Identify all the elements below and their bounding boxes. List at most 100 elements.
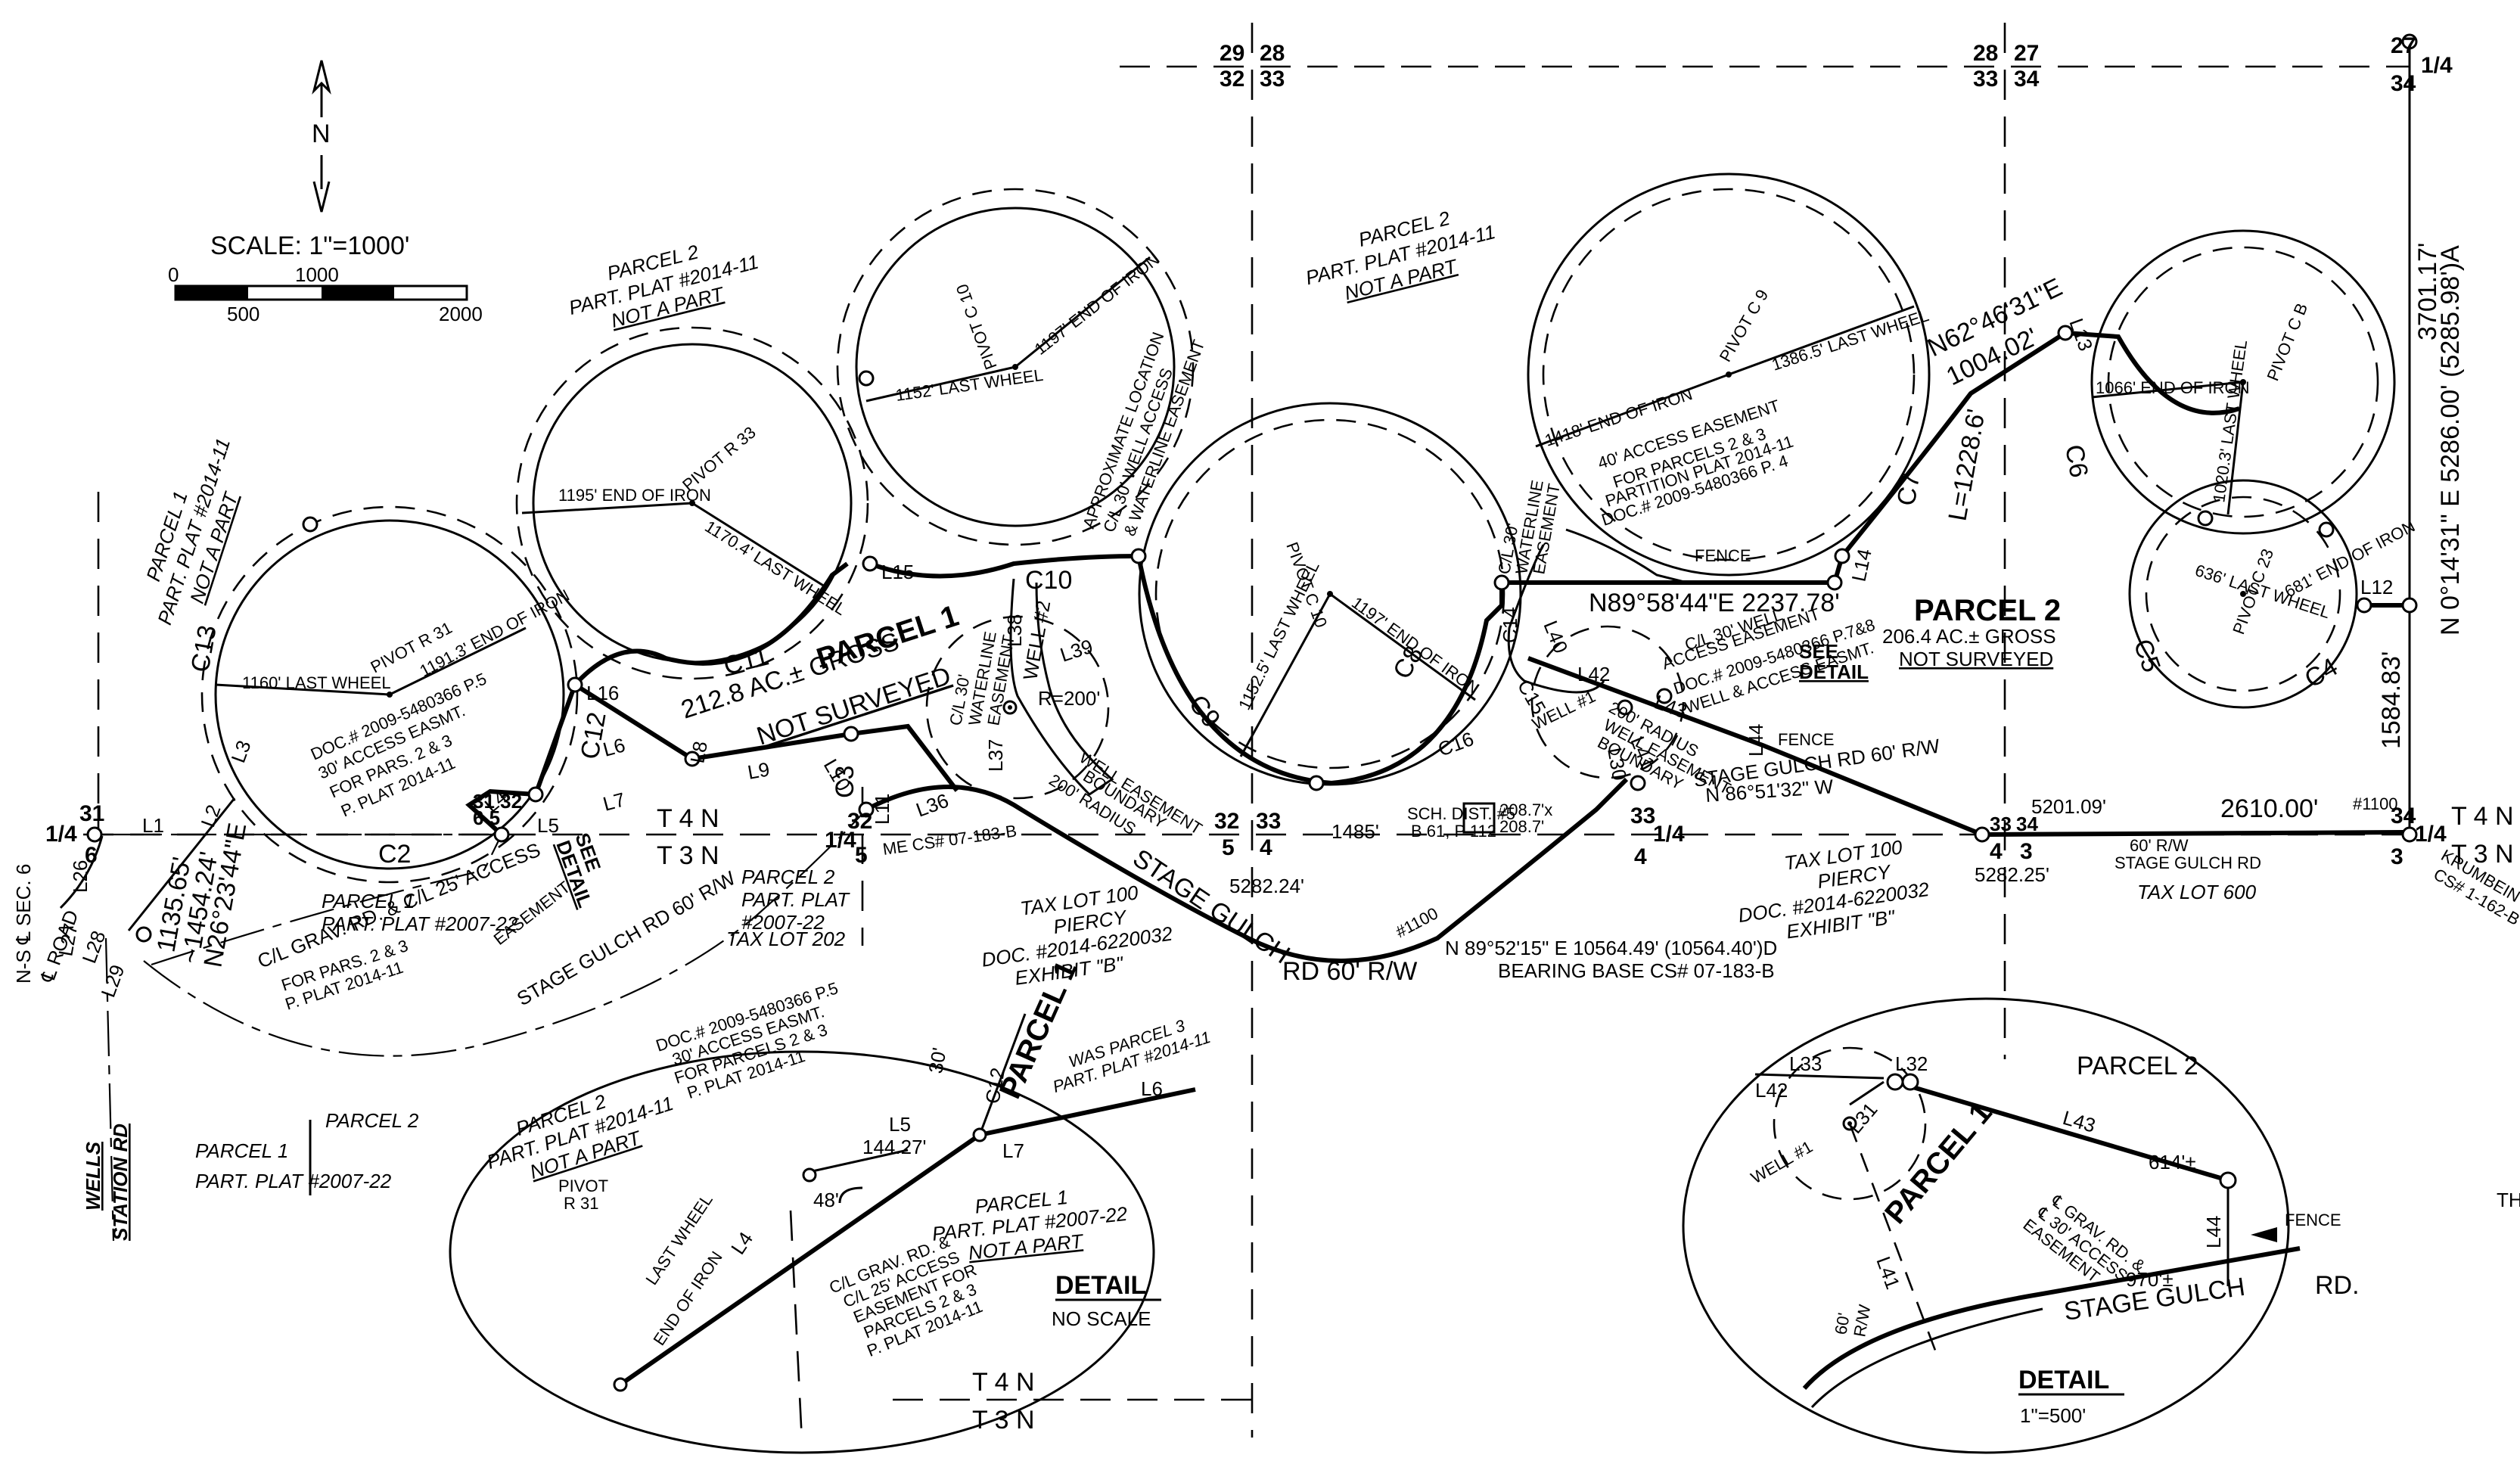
curve-c7-length: L=1228.6' [1943, 407, 1990, 524]
d1-t4n: T 4 N [972, 1368, 1035, 1397]
scale-tick-0: 0 [168, 263, 179, 286]
sec-32c: 32 [847, 809, 872, 834]
d2-dist-614: 614'± [2149, 1151, 2196, 1173]
detail-500: PARCEL 2 PARCEL 1 WELL #1 ℄ GRAV. RD. & … [1682, 997, 2360, 1454]
label-L38: L38 [1003, 614, 1026, 647]
d2-L31: L31 [1844, 1098, 1882, 1138]
sec-4f: 4 [1990, 839, 2003, 864]
pivot-c10-name: PIVOT C 10 [952, 281, 1001, 372]
sec-4d: 4 [1260, 835, 1272, 860]
parcel-2-acres: 206.4 AC.± GROSS [1882, 625, 2056, 648]
school-dim-1: 208.7'x [1499, 800, 1552, 819]
d1-L6: L6 [1141, 1077, 1163, 1100]
label-L11: L11 [871, 794, 893, 825]
dist-1485: 1485' [1331, 820, 1379, 843]
scale-tick-1000: 1000 [295, 263, 339, 286]
road-east-name: STAGE GULCH RD [2115, 853, 2261, 872]
label-C3: C3 [831, 766, 859, 798]
d1-dist-48: 48' [813, 1189, 839, 1211]
label-L9: L9 [746, 757, 772, 784]
quarter-ne: 1/4 [2421, 53, 2453, 78]
scale-label: SCALE: 1"=1000' [210, 232, 409, 260]
sec-34: 34 [2014, 67, 2040, 92]
school-district-2: B 61, P 112 [1411, 822, 1496, 841]
sec-34f: 34 [2016, 813, 2038, 835]
sec-31: 31 [79, 801, 104, 826]
d2-L42: L42 [1755, 1079, 1788, 1102]
label-L42: L42 [1577, 663, 1610, 685]
d1-dist-144: 144.27' [862, 1136, 927, 1158]
township-t4n: T 4 N [657, 804, 719, 833]
label-L14: L14 [1847, 547, 1876, 584]
dist-1584: 1584.83' [2377, 651, 2406, 749]
fence-label-2: FENCE [1778, 730, 1835, 749]
d2-fence: FENCE [2285, 1211, 2341, 1229]
d2-well1: WELL #1 [1748, 1137, 1816, 1187]
school-district-1: SCH. DIST. #5 [1407, 804, 1515, 823]
d1-t3n: T 3 N [972, 1406, 1035, 1434]
label-L28: L28 [77, 928, 110, 966]
label-L7: L7 [601, 788, 628, 815]
scale-tick-500: 500 [227, 303, 259, 325]
d1-L4: L4 [726, 1228, 757, 1259]
label-L5: L5 [537, 814, 559, 837]
label-C6: C6 [2059, 443, 2093, 480]
label-L27: L27 [54, 922, 82, 958]
note-p2pp-2: PART. PLAT [741, 888, 850, 911]
road-stage-rw: RD 60' R/W [1282, 957, 1417, 986]
mon-1100: #1100 [1393, 903, 1441, 941]
sec-34g: 34 [2391, 803, 2416, 828]
detail1-sub: NO SCALE [1052, 1307, 1151, 1330]
sec-3g: 3 [2391, 844, 2403, 869]
d1-C12: C12 [980, 1066, 1009, 1105]
monuments [86, 33, 2418, 943]
d2-title: DETAIL [2018, 1366, 2109, 1394]
label-L29: L29 [96, 962, 129, 1000]
sec-28b: 28 [1973, 41, 1998, 66]
label-L12: L12 [2360, 576, 2393, 598]
label-L8: L8 [685, 739, 712, 765]
d2-rw-1: 60' [1831, 1311, 1853, 1336]
road-east-rw: 60' R/W [2130, 836, 2189, 855]
quarter-e: 1/4 [2415, 822, 2447, 847]
pivot-cb-wheel: 1020.3' LAST WHEEL [2209, 339, 2251, 504]
township-t3n: T 3 N [657, 841, 719, 870]
see-detail-1b: DETAIL [1799, 661, 1869, 683]
detail1-title: DETAIL [1055, 1271, 1146, 1300]
d2-L33: L33 [1789, 1052, 1822, 1075]
d2-rd: RD. [2315, 1271, 2360, 1300]
pivot-c10-wheel: 1152' LAST WHEEL [894, 365, 1044, 405]
detail-no-scale: DETAIL NO SCALE DOC.# 2009-5480366 P.5 3… [449, 956, 1256, 1454]
sec-31-32: 31 32 [473, 790, 522, 813]
dist-2610: 2610.00' [2220, 794, 2318, 823]
pivot-c23-end: 681' END OF IRON [2282, 517, 2419, 601]
road-centerlines [59, 797, 867, 1242]
d1-pivot-2: R 31 [564, 1194, 598, 1213]
sec-34c: 34 [2391, 71, 2416, 96]
road-stage-gulch: STAGE GULCH [1128, 844, 1295, 969]
sec-33d: 33 [1256, 809, 1281, 834]
sec-32d: 32 [1214, 809, 1239, 834]
parcel-2-label: PARCEL 2 [1914, 594, 2061, 627]
label-L36: L36 [913, 789, 952, 822]
sec-33f: 33 [1990, 813, 2012, 835]
pivot-cb-end: 1066' END OF IRON [2096, 378, 2249, 397]
sec-27: 27 [2014, 41, 2039, 66]
easements [925, 528, 1688, 834]
pivot-r33-end: 1195' END OF IRON [558, 486, 711, 505]
pivot-c8a-end: 1197' END OF IRON [1348, 593, 1483, 698]
section-labels: 29 28 32 33 28 27 33 34 27 34 1/4 31 6 1… [45, 33, 2514, 870]
road-wells: WELLS [82, 1141, 104, 1211]
bearing-base-1: N 89°52'15" E 10564.49' (10564.40')D [1445, 937, 1777, 959]
note-taxlot-600: TAX LOT 600 [2137, 881, 2257, 903]
north-arrow: N [312, 60, 331, 213]
sec-33b: 33 [1973, 67, 1998, 92]
dist-3701: 3701.17' [2413, 243, 2442, 340]
north-letter: N [312, 120, 331, 148]
sec-33e: 33 [1630, 803, 1655, 828]
parcel-2-not-surveyed: NOT SURVEYED [1899, 648, 2053, 670]
sec-33: 33 [1260, 67, 1285, 92]
bearing-n89-top: N89°58'44"E 2237.78' [1589, 589, 1840, 617]
pivot-r31-wheel: 1160' LAST WHEEL [242, 673, 391, 692]
